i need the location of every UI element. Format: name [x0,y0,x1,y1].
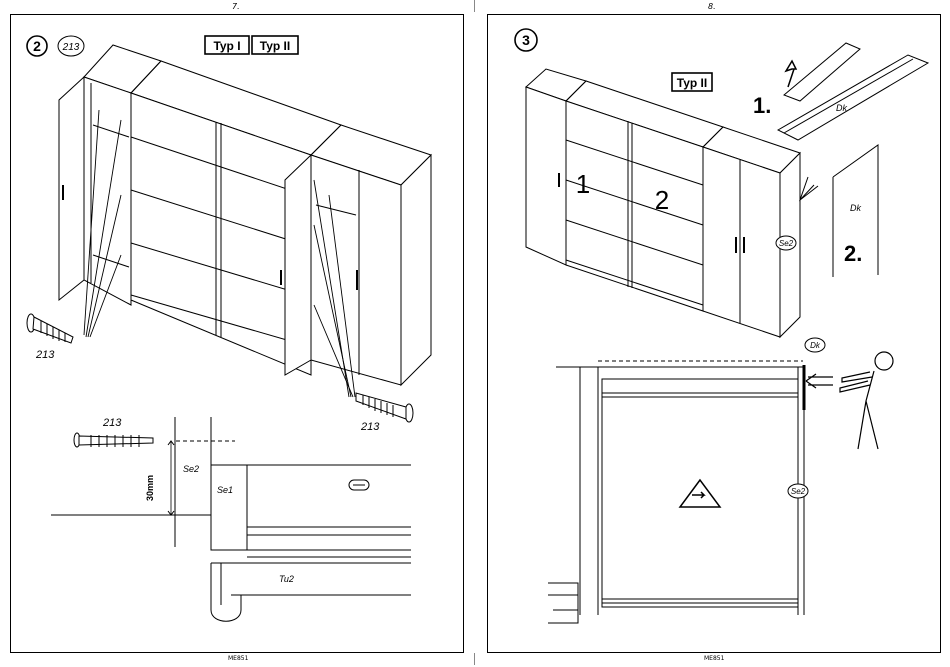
screw-label-left: 213 [35,349,55,361]
detail-screw-label: 213 [102,417,122,429]
detail-label-se1: Se1 [217,485,233,495]
right-page: 3 Typ II 1 2 Se2 [487,14,941,653]
strip-label-dk-a: Dk [836,103,847,113]
dk-label: Dk [810,341,821,350]
page-number-right: 8. [708,2,716,11]
se2-detail-label: Se2 [791,487,806,496]
footer-right: ME851 [704,655,724,662]
screw-right-icon [356,393,413,422]
wardrobe-illustration [59,45,431,385]
detail-label-tu2: Tu2 [279,574,294,584]
strip-step-2-label: 2. [844,241,862,266]
type-label: Typ II [677,76,707,90]
person-pushing-icon [840,352,893,449]
strip-step-1-drawing [778,43,928,140]
right-page-drawing: 3 Typ II 1 2 Se2 [488,15,940,652]
type-label-2: Typ II [260,39,290,53]
type-label-1: Typ I [213,39,240,53]
separator-bottom [474,653,475,665]
step-number: 3 [522,32,530,48]
strip-step-1-label: 1. [753,93,771,118]
screw-label-right: 213 [360,421,380,433]
detail-label-se2: Se2 [183,464,199,474]
part-circle-label: 213 [62,42,80,53]
screw-left-icon [27,314,73,343]
separator-top [474,0,475,12]
door-label-1: 1 [576,169,590,199]
step-number: 2 [33,38,41,54]
se2-label: Se2 [779,239,794,248]
detail-dimension: 30mm [145,475,155,501]
left-page-drawing: 2 213 Typ I Typ II [11,15,463,652]
wardrobe-illustration [526,69,818,337]
strip-label-dk-b: Dk [850,203,861,213]
detail-drawing [51,417,411,621]
detail-screw-icon [74,433,153,447]
footer-left: ME851 [228,655,248,662]
door-label-2: 2 [655,185,669,215]
page-number-left: 7. [232,2,240,11]
left-page: 2 213 Typ I Typ II [10,14,464,653]
